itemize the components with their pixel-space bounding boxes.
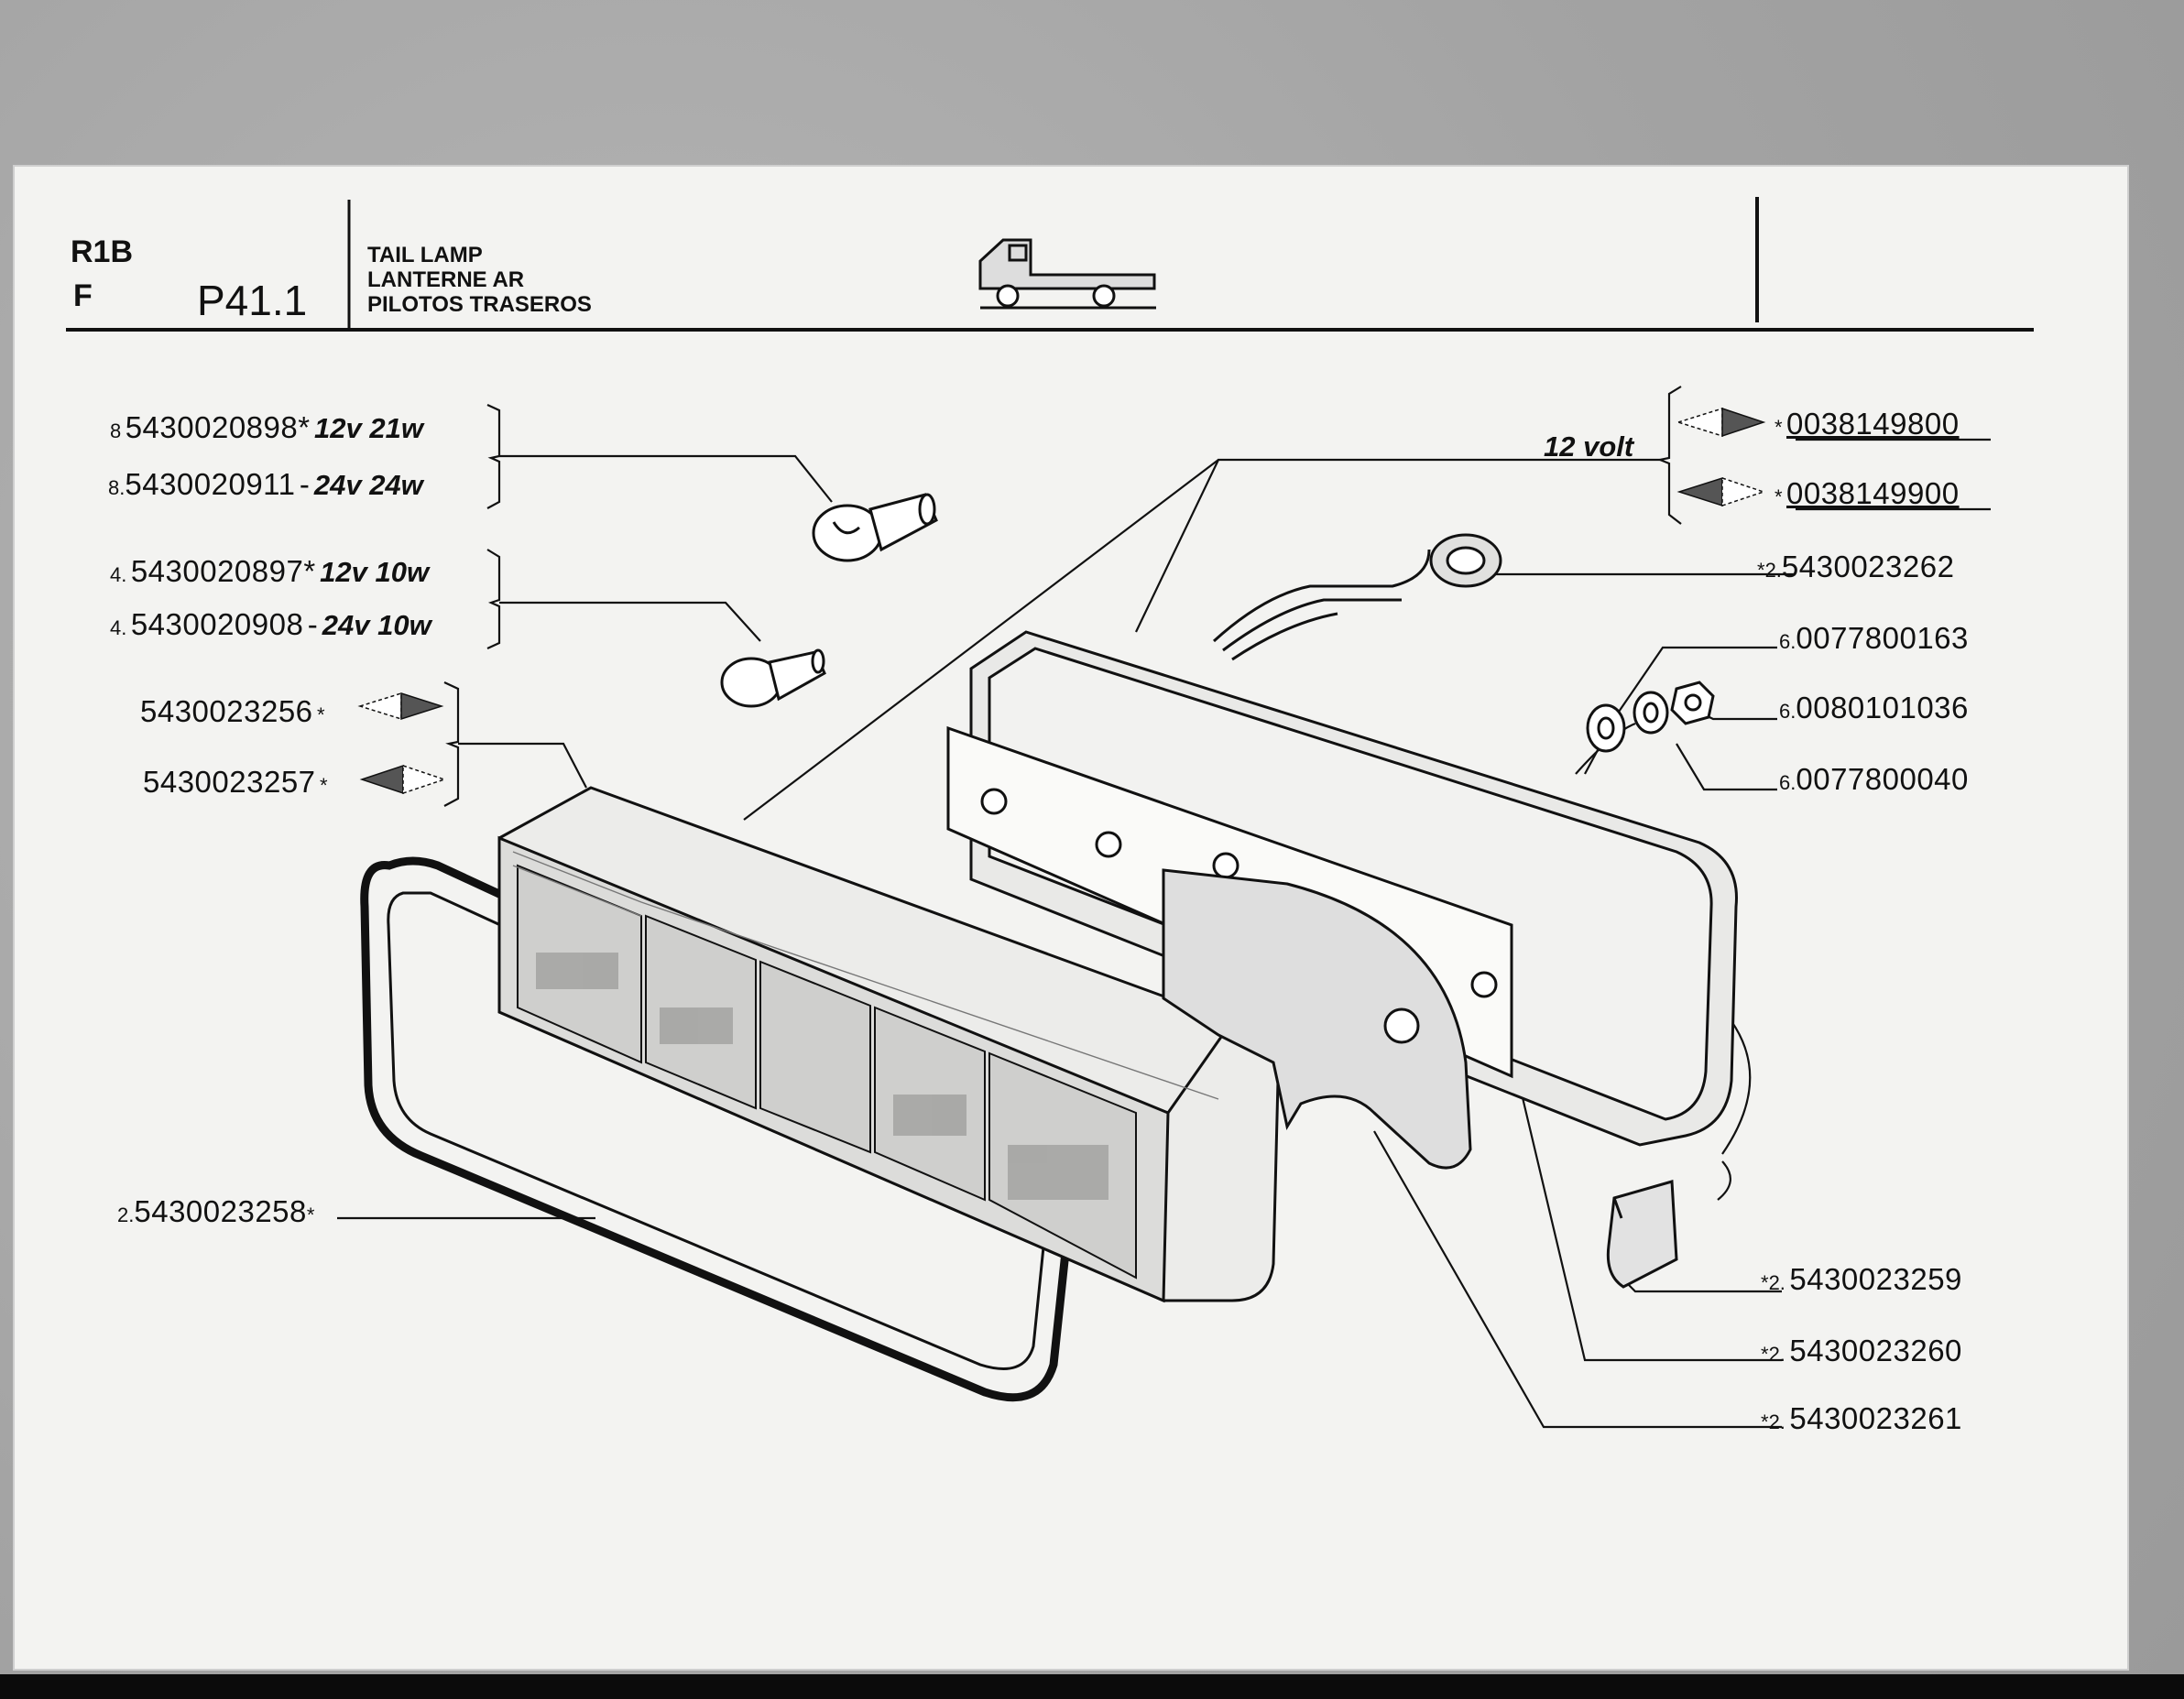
left-lamp-icon	[1676, 476, 1766, 507]
leader-clip	[1621, 1277, 1782, 1293]
bracket-bulb-small	[486, 549, 501, 649]
title-french: LANTERNE AR	[367, 267, 525, 292]
bracket-lamp-assembly	[1656, 386, 1682, 525]
part-label-bracket: *2. 5430023261	[1761, 1401, 1962, 1435]
part-label-lamp-right: * 0038149800	[1774, 407, 1960, 441]
bulb-large-drawing	[812, 493, 938, 562]
bracket-bulb-large	[486, 404, 501, 509]
left-lens-icon	[359, 764, 447, 795]
lens-drawing	[497, 786, 1280, 1303]
mounting-bracket-drawing	[1162, 868, 1472, 1170]
catalog-group-code: R1B	[71, 234, 134, 269]
page-reference: P41.1	[197, 277, 308, 324]
title-spanish: PILOTOS TRASEROS	[367, 292, 592, 317]
part-label-clip: *2. 5430023259	[1761, 1262, 1962, 1296]
bulb-small-drawing	[720, 648, 826, 708]
leader-bulb-small	[499, 601, 761, 642]
rotation-arrow	[1721, 1020, 1752, 1155]
leader-lamp-2	[743, 459, 1219, 821]
catalog-language-code: F	[73, 278, 93, 313]
clip-drawing	[1606, 1180, 1678, 1289]
part-label-washer-b: 6.0077800040	[1779, 762, 1969, 796]
title-english: TAIL LAMP	[367, 243, 483, 267]
leader-housing-gasket	[1519, 1089, 1782, 1362]
part-label-lens-right: 5430023256 *	[140, 694, 325, 728]
truck-chassis-icon	[978, 238, 1156, 310]
leader-lamp-1	[1135, 458, 1660, 633]
part-label-grommet: *2.5430023262	[1757, 550, 1955, 583]
part-label-bulb-10w-12v: 4. 5430020897* 12v 10w	[110, 554, 430, 588]
part-label-bulb-10w-24v: 4. 5430020908 - 24v 10w	[110, 607, 431, 641]
leader-bracket	[1373, 1130, 1782, 1429]
leader-lens	[458, 742, 587, 789]
part-label-bulb-21w: 8 5430020898* 12v 21w	[110, 410, 423, 444]
part-label-lens-left: 5430023257 *	[143, 765, 328, 799]
part-label-lamp-left: * 0038149900	[1774, 476, 1960, 510]
part-label-nut: 6.0080101036	[1779, 691, 1969, 724]
part-label-housing-gasket: *2. 5430023260	[1761, 1334, 1962, 1367]
voltage-note: 12 volt	[1544, 430, 1634, 463]
leader-washer-b	[1676, 743, 1777, 791]
bracket-lens	[443, 681, 460, 807]
leader-grommet	[1474, 562, 1796, 576]
right-lamp-icon	[1676, 407, 1766, 438]
part-label-bulb-24w: 8.5430020911 - 24v 24w	[108, 467, 423, 501]
right-lens-icon	[357, 692, 444, 721]
leader-bulb-large	[499, 454, 833, 503]
part-label-gasket: 2.5430023258*	[117, 1194, 315, 1228]
washer-nut-drawing	[1586, 681, 1715, 753]
scan-bottom-edge	[0, 1674, 2184, 1699]
part-label-washer-a: 6.0077800163	[1779, 621, 1969, 655]
